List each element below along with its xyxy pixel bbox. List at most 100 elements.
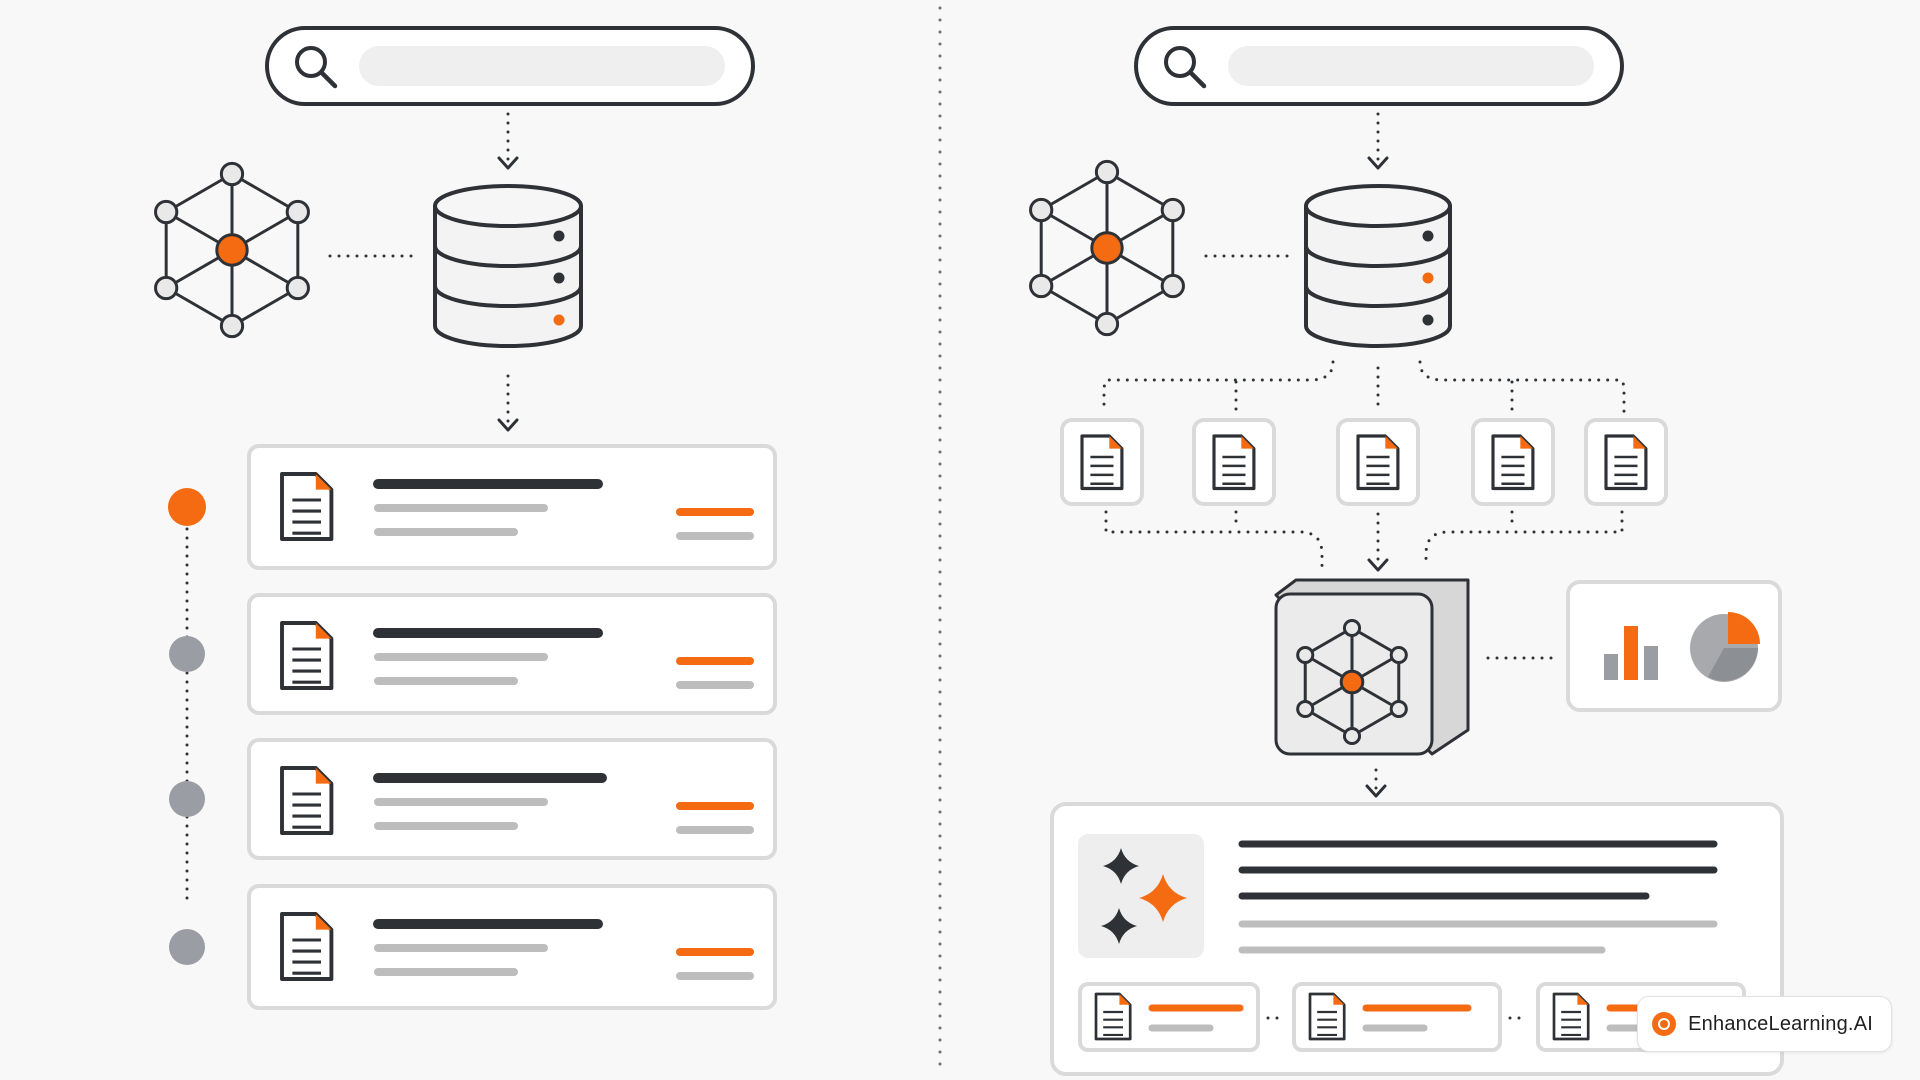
target-logo-icon	[1652, 1012, 1677, 1036]
dotted-connector	[1104, 510, 1324, 568]
search-icon[interactable]	[295, 46, 338, 89]
document-icon	[1212, 434, 1256, 491]
document-corner	[1241, 436, 1254, 449]
graph-node	[285, 275, 310, 301]
document-corner	[315, 914, 332, 930]
graph-node	[154, 275, 179, 301]
document-corner	[1333, 994, 1345, 1005]
document-icon	[1604, 434, 1648, 491]
document-icon	[1356, 434, 1400, 491]
document-icon	[1094, 992, 1132, 1041]
graph-node	[1389, 699, 1408, 719]
right-flow	[1029, 26, 1784, 1076]
result-card[interactable]	[247, 884, 777, 1010]
dotted-connector	[1424, 510, 1624, 568]
arrow-head-icon	[1367, 558, 1389, 572]
document-corner	[1577, 994, 1589, 1005]
sparkles-icon	[1101, 848, 1187, 944]
graph-center-node	[1339, 669, 1365, 695]
result-card[interactable]	[247, 738, 777, 860]
search-bar[interactable]	[265, 26, 755, 106]
search-input[interactable]	[1228, 46, 1594, 86]
search-input[interactable]	[359, 46, 725, 86]
bar	[1624, 626, 1638, 680]
graph-node	[1094, 159, 1120, 185]
search-bar[interactable]	[1134, 26, 1624, 106]
graph-center-node	[215, 233, 249, 267]
arrow-head-icon	[1367, 156, 1389, 170]
database-layer	[433, 285, 583, 308]
document-corner	[1633, 436, 1646, 449]
result-card[interactable]	[247, 444, 777, 570]
bar	[1644, 646, 1658, 680]
brand-badge[interactable]: EnhanceLearning.AI	[1637, 996, 1892, 1052]
database-icon	[1304, 184, 1452, 348]
document-corner	[1385, 436, 1398, 449]
graph-center-node	[1090, 231, 1124, 265]
down-arrow	[1367, 112, 1389, 170]
database-layer	[1304, 285, 1452, 308]
document-icon	[280, 912, 334, 981]
document-corner	[1520, 436, 1533, 449]
citation-card[interactable]	[1078, 982, 1260, 1052]
graph-node	[219, 161, 245, 187]
document-icon	[280, 621, 334, 690]
retrieved-document[interactable]	[1336, 418, 1420, 506]
document-corner	[315, 768, 332, 784]
graph-node	[1160, 197, 1185, 223]
down-arrow	[497, 112, 519, 170]
status-dot	[553, 272, 565, 284]
sparkle	[1101, 908, 1137, 944]
down-arrow	[497, 374, 519, 432]
retrieved-document[interactable]	[1060, 418, 1144, 506]
knowledge-graph-icon	[1029, 159, 1185, 337]
bar	[1604, 654, 1618, 680]
database-top	[433, 184, 583, 228]
sparkle	[1103, 848, 1139, 884]
arrow-head-icon	[497, 156, 519, 170]
result-card[interactable]	[247, 593, 777, 715]
status-dot	[1422, 314, 1434, 326]
diagram-root	[154, 6, 1784, 1076]
arrow-head-icon	[1365, 784, 1387, 798]
document-icon	[280, 472, 334, 541]
pie-chart-icon	[1690, 612, 1760, 682]
document-corner	[315, 623, 332, 639]
graph-node	[219, 313, 245, 339]
bar-chart-icon	[1604, 626, 1658, 680]
sparkles-tile	[1078, 834, 1204, 958]
database-body	[1304, 204, 1452, 348]
dotted-connector	[1102, 360, 1335, 414]
pie-slice	[1708, 648, 1758, 682]
document-corner	[315, 474, 332, 490]
graph-node	[1342, 726, 1362, 746]
status-dot	[553, 230, 565, 242]
retrieved-document[interactable]	[1584, 418, 1668, 506]
retrieved-document[interactable]	[1192, 418, 1276, 506]
graph-node	[1160, 273, 1185, 299]
graph-node	[1094, 311, 1120, 337]
database-top	[1304, 184, 1452, 228]
retrieved-document[interactable]	[1471, 418, 1555, 506]
document-icon	[1308, 992, 1346, 1041]
timeline-node	[169, 929, 205, 965]
knowledge-graph-icon	[1296, 618, 1408, 746]
answer-card[interactable]	[1050, 802, 1784, 1076]
database-icon	[433, 184, 583, 348]
down-arrow	[1367, 512, 1389, 572]
timeline-node	[169, 636, 205, 672]
document-icon	[1491, 434, 1535, 491]
arrow-head-icon	[497, 418, 519, 432]
sparkle	[1139, 874, 1187, 922]
citation-card[interactable]	[1292, 982, 1502, 1052]
document-icon	[1080, 434, 1124, 491]
graph-node	[1296, 645, 1315, 665]
pie-slice	[1728, 612, 1760, 644]
search-icon[interactable]	[1164, 46, 1207, 89]
graph-node	[285, 199, 310, 225]
graph-node	[154, 199, 179, 225]
database-layer	[1304, 245, 1452, 268]
graph-node	[1389, 645, 1408, 665]
analytics-card[interactable]	[1566, 580, 1782, 712]
